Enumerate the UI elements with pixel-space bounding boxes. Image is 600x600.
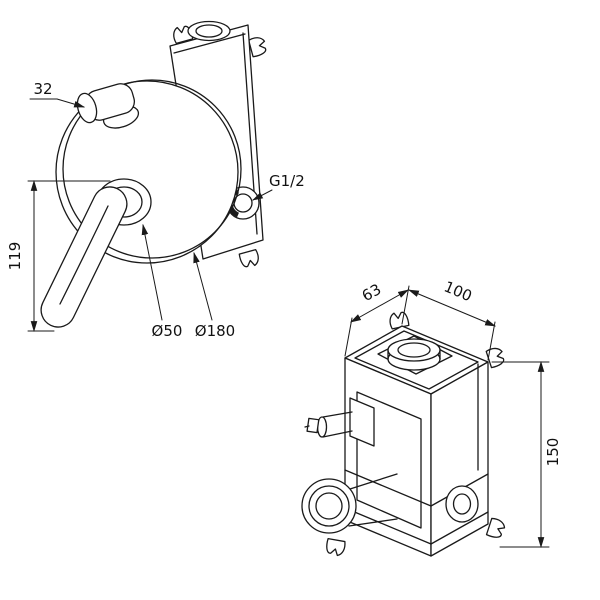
side-port <box>445 485 479 523</box>
g12-thread-label: G1/2 <box>252 172 305 201</box>
diverter-knob <box>76 83 140 129</box>
mixer-cartridge <box>301 473 398 534</box>
dim-label-119: 119 <box>6 242 24 271</box>
handle-accent-line <box>59 205 109 305</box>
dimension-lever-119: 119 <box>6 179 111 333</box>
control-stem <box>304 397 375 447</box>
faceplate-circle-inner <box>62 79 242 259</box>
dim-label-g12: G1/2 <box>269 172 305 190</box>
front-view: 32 119 Ø50 Ø180 G1/2 <box>6 20 305 340</box>
dimension-knob-32: 32 <box>29 80 86 108</box>
top-collar <box>377 335 453 375</box>
box-right-face <box>430 361 489 557</box>
dim-label-100: 100 <box>441 278 474 306</box>
dim-label-150: 150 <box>544 438 562 467</box>
dim-label-d180: Ø180 <box>195 322 235 340</box>
iso-view: 63 100 150 <box>301 278 562 558</box>
dim-label-d50: Ø50 <box>152 322 183 340</box>
dim-label-32: 32 <box>33 80 52 98</box>
dimension-height-150: 150 <box>491 360 562 549</box>
lever-handle <box>40 178 152 328</box>
dim-label-63: 63 <box>359 280 384 305</box>
dimension-diameters: Ø50 Ø180 <box>141 223 235 340</box>
top-inlet-port <box>187 20 231 42</box>
